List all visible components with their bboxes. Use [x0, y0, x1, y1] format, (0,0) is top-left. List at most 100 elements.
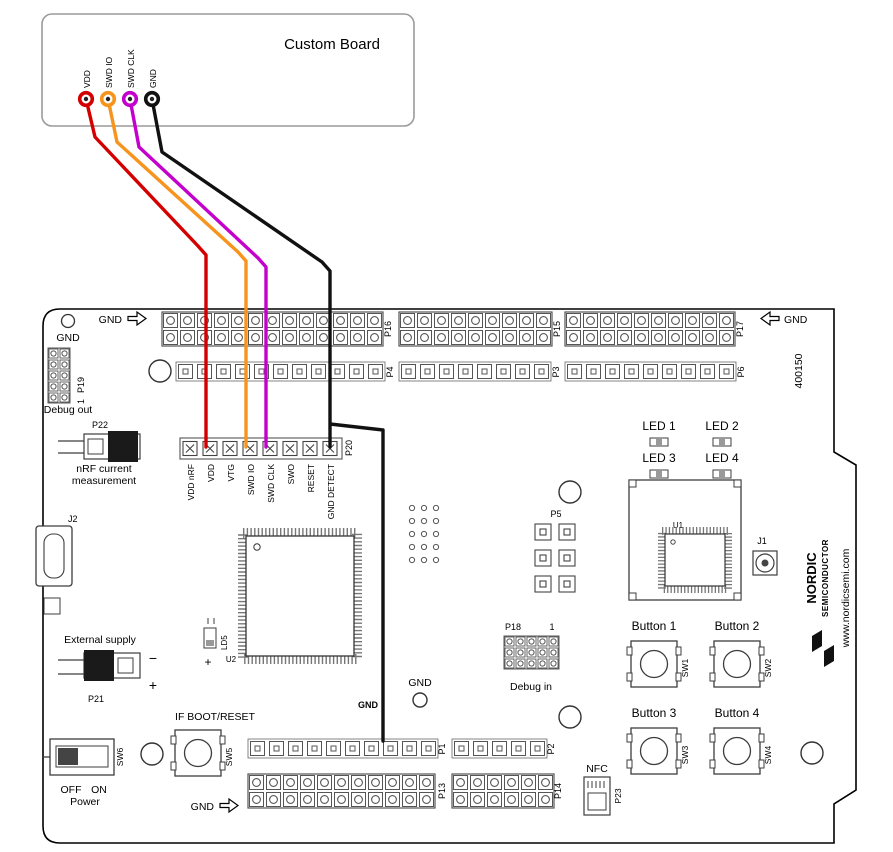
debug-out-label: Debug out — [44, 404, 93, 416]
custom-board-terminals — [77, 90, 161, 108]
small-component — [43, 597, 61, 615]
pin-label-vdd: VDD — [82, 70, 92, 88]
p20-pin-swd-io: SWD IO — [246, 464, 256, 496]
supply-minus: − — [149, 650, 157, 666]
p18-pin1: 1 — [549, 622, 554, 632]
external-supply-label: External supply — [64, 634, 137, 646]
rf-section: U1 J1 — [628, 479, 778, 601]
jumper-cap — [84, 650, 114, 681]
header-p13 — [247, 773, 436, 809]
p23-ref: P23 — [613, 788, 623, 803]
boot-reset-label: IF BOOT/RESET — [175, 711, 256, 723]
supply-plus: + — [149, 677, 157, 693]
button-3: Button 3 SW3 — [626, 706, 690, 775]
debug-out-pin1: 1 — [76, 399, 86, 404]
header-p2 — [451, 738, 548, 759]
debug-out-refdes: P19 — [76, 377, 86, 393]
debug-in-label: Debug in — [510, 681, 552, 693]
jumper-cap — [108, 431, 138, 462]
button3-label: Button 3 — [632, 706, 677, 720]
power-switch: SW6 OFF ON Power — [42, 738, 125, 808]
wire-gnd — [150, 97, 385, 743]
current-measure-label-2: measurement — [72, 475, 136, 487]
p5-ref: P5 — [550, 509, 561, 519]
pin-label-swd-io: SWD IO — [104, 56, 114, 88]
gnd-left-label: GND — [99, 314, 123, 326]
led1-label: LED 1 — [642, 419, 676, 433]
button2-switch — [709, 640, 765, 688]
wire-swd-io — [106, 97, 248, 449]
ld5-ref: LD5 — [220, 635, 229, 650]
led2-component — [712, 437, 732, 447]
header-p6 — [564, 361, 737, 382]
power-on-label: ON — [91, 784, 107, 796]
button1-label: Button 1 — [632, 619, 677, 633]
p20-pin-gnd-detect: GND DETECT — [326, 464, 336, 519]
led1-component — [649, 437, 669, 447]
power-label: Power — [70, 796, 100, 808]
branding: NORDIC SEMICONDUCTOR www.nordicsemi.com — [804, 539, 852, 667]
led4-label: LED 4 — [705, 451, 739, 465]
external-supply: External supply P21 − + — [58, 634, 157, 704]
header-p4-label: P4 — [385, 366, 395, 377]
gnd-hole-label: GND — [56, 332, 80, 344]
sw2-ref: SW2 — [763, 659, 773, 678]
boot-reset: IF BOOT/RESET SW5 — [170, 711, 256, 777]
button1-switch — [626, 640, 682, 688]
nfc-label: NFC — [586, 763, 608, 775]
header-p13-label: P13 — [437, 783, 447, 799]
p20-pin-swo: SWO — [286, 464, 296, 485]
wire-vdd — [84, 97, 208, 449]
header-p15 — [398, 311, 553, 347]
header-p1-label: P1 — [437, 743, 447, 754]
debug-out: 1 P19 Debug out — [44, 347, 93, 416]
dev-board: GND GND GND P16 P15 P17 P4 P3 P6 400150 … — [35, 308, 857, 844]
gnd-right-label: GND — [784, 314, 808, 326]
mounting-hole — [800, 741, 824, 765]
p20-pin-swd-clk: SWD CLK — [266, 464, 276, 503]
button2-label: Button 2 — [715, 619, 760, 633]
p21-ref: P21 — [88, 694, 104, 704]
via-cluster — [408, 504, 440, 564]
usb-connector: J2 — [35, 514, 78, 615]
led3-label: LED 3 — [642, 451, 676, 465]
brand-name: NORDIC — [804, 552, 819, 604]
p20-ref: P20 — [344, 440, 354, 456]
j2-ref: J2 — [68, 514, 78, 524]
p5-header: P5 — [534, 509, 576, 593]
sw4-ref: SW4 — [763, 746, 773, 765]
header-p1 — [247, 738, 439, 759]
led2-label: LED 2 — [705, 419, 739, 433]
header-p14-label: P14 — [553, 783, 563, 799]
sw1-ref: SW1 — [680, 659, 690, 678]
sw3-ref: SW3 — [680, 746, 690, 765]
gnd-test-hole — [60, 313, 76, 329]
gnd-wire-label: GND — [358, 700, 379, 710]
custom-board: Custom Board VDD SWD IO SWD CLK GND — [41, 13, 415, 127]
button-1: Button 1 SW1 — [626, 619, 690, 688]
sw6-ref: SW6 — [115, 748, 125, 767]
p20-pin-vdd: VDD — [206, 464, 216, 482]
header-p16-label: P16 — [383, 321, 393, 337]
led3-component — [649, 469, 669, 479]
p20-pin-vtg: VTG — [226, 464, 236, 481]
current-measurement: P22 nRF current measurement — [58, 420, 141, 487]
debug-in: P18 1 Debug in — [503, 622, 560, 693]
header-p3-label: P3 — [551, 366, 561, 377]
header-p4 — [175, 361, 386, 382]
header-p16 — [161, 311, 384, 347]
button3-switch — [626, 727, 682, 775]
button4-switch — [709, 727, 765, 775]
gnd-center-hole — [412, 692, 428, 708]
brand-url: www.nordicsemi.com — [840, 548, 852, 648]
terminal-swd-clk — [121, 90, 139, 108]
nordic-logo-mark — [812, 630, 834, 667]
wires — [84, 97, 385, 743]
led4-component — [712, 469, 732, 479]
mounting-hole — [140, 742, 164, 766]
gnd-center-label: GND — [408, 677, 432, 689]
mcu-u2: U2 LD5 + — [203, 528, 362, 669]
header-p6-label: P6 — [736, 366, 746, 377]
